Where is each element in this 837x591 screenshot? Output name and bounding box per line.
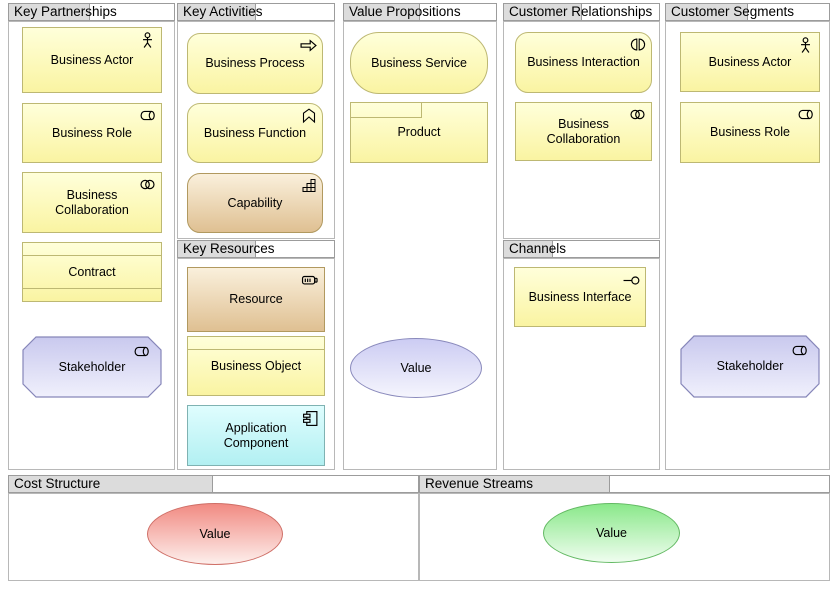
element-business-collaboration[interactable]: Business Collaboration bbox=[22, 172, 162, 233]
element-label: Business Process bbox=[205, 56, 305, 70]
element-business-collaboration[interactable]: Business Collaboration bbox=[515, 102, 652, 161]
element-contract[interactable]: Contract bbox=[22, 242, 162, 302]
element-business-process[interactable]: Business Process bbox=[187, 33, 323, 94]
element-application-component[interactable]: Application Component bbox=[187, 405, 325, 466]
element-value[interactable]: Value bbox=[543, 503, 680, 563]
element-label: Capability bbox=[227, 195, 283, 210]
element-label: Business Actor bbox=[708, 54, 792, 69]
element-label: Resource bbox=[229, 292, 283, 306]
element-business-actor[interactable]: Business Actor bbox=[22, 27, 162, 93]
element-label: Value bbox=[595, 525, 628, 540]
element-label: Contract bbox=[68, 264, 116, 279]
element-stakeholder[interactable]: Stakeholder bbox=[22, 336, 162, 398]
business-actor-icon bbox=[797, 37, 814, 54]
product-tab bbox=[351, 103, 422, 118]
business-role-icon bbox=[133, 344, 150, 359]
group-title: Key Partnerships bbox=[14, 4, 117, 19]
element-label: Stakeholder bbox=[58, 359, 126, 374]
group-title: Key Resources bbox=[183, 241, 275, 256]
octagon-shape bbox=[680, 335, 820, 398]
group-title: Revenue Streams bbox=[425, 476, 534, 491]
element-business-role[interactable]: Business Role bbox=[680, 102, 820, 163]
object-top-line bbox=[188, 349, 324, 350]
business-collaboration-icon bbox=[629, 107, 646, 122]
element-value[interactable]: Value bbox=[147, 503, 283, 565]
business-collaboration-icon bbox=[139, 177, 156, 192]
element-business-object[interactable]: Business Object bbox=[187, 336, 325, 396]
element-value[interactable]: Value bbox=[350, 338, 482, 398]
element-label: Value bbox=[199, 526, 231, 541]
element-label: Business Service bbox=[371, 55, 467, 70]
contract-bottom-line bbox=[23, 288, 161, 289]
group-title: Customer Segments bbox=[671, 4, 795, 19]
group-title: Value Propositions bbox=[349, 4, 461, 19]
contract-top-line bbox=[23, 255, 161, 256]
element-business-interaction[interactable]: Business Interaction bbox=[515, 32, 652, 93]
element-business-role[interactable]: Business Role bbox=[22, 103, 162, 163]
group-tab bbox=[419, 475, 610, 493]
element-label: Application Component bbox=[223, 420, 289, 450]
group-title: Channels bbox=[509, 241, 567, 256]
group-tab bbox=[8, 475, 213, 493]
group-tab bbox=[177, 3, 256, 21]
element-label: Business Role bbox=[52, 125, 132, 140]
octagon-shape bbox=[22, 336, 162, 398]
element-business-service[interactable]: Business Service bbox=[350, 32, 488, 94]
group-title: Key Activities bbox=[183, 4, 263, 19]
resource-icon bbox=[301, 272, 319, 288]
group-tab bbox=[503, 240, 553, 258]
element-label: Value bbox=[400, 360, 432, 375]
capability-icon bbox=[301, 178, 317, 194]
business-role-icon bbox=[791, 343, 808, 358]
group-title: Cost Structure bbox=[14, 476, 101, 491]
element-business-interface[interactable]: Business Interface bbox=[514, 267, 646, 327]
element-label: Business Collaboration bbox=[546, 116, 621, 146]
element-label: Business Role bbox=[710, 125, 790, 139]
element-label: Business Collaboration bbox=[55, 187, 129, 217]
business-role-icon bbox=[139, 108, 156, 123]
element-label: Business Interface bbox=[528, 289, 632, 304]
element-label: Business Actor bbox=[50, 52, 134, 67]
business-interaction-icon bbox=[630, 37, 646, 52]
element-capability[interactable]: Capability bbox=[187, 173, 323, 233]
business-function-icon bbox=[301, 108, 317, 124]
group-title: Customer Relationships bbox=[509, 4, 653, 19]
business-process-icon bbox=[300, 38, 317, 53]
element-label: Business Object bbox=[210, 358, 302, 373]
group-tab bbox=[665, 3, 748, 21]
element-label: Product bbox=[397, 125, 441, 139]
group-tab bbox=[177, 240, 256, 258]
business-interface-icon bbox=[623, 272, 640, 289]
group-tab bbox=[503, 3, 582, 21]
business-actor-icon bbox=[139, 32, 156, 49]
application-component-icon bbox=[302, 410, 319, 427]
element-label: Business Interaction bbox=[527, 55, 640, 69]
element-product[interactable]: Product bbox=[350, 102, 488, 163]
element-resource[interactable]: Resource bbox=[187, 267, 325, 332]
element-label: Stakeholder bbox=[716, 359, 784, 373]
element-business-function[interactable]: Business Function bbox=[187, 103, 323, 163]
group-tab bbox=[343, 3, 420, 21]
group-revenue-streams[interactable]: Revenue Streams bbox=[419, 475, 830, 581]
element-business-actor[interactable]: Business Actor bbox=[680, 32, 820, 92]
element-label: Business Function bbox=[203, 125, 307, 140]
element-stakeholder[interactable]: Stakeholder bbox=[680, 335, 820, 398]
group-tab bbox=[8, 3, 90, 21]
business-role-icon bbox=[797, 107, 814, 122]
